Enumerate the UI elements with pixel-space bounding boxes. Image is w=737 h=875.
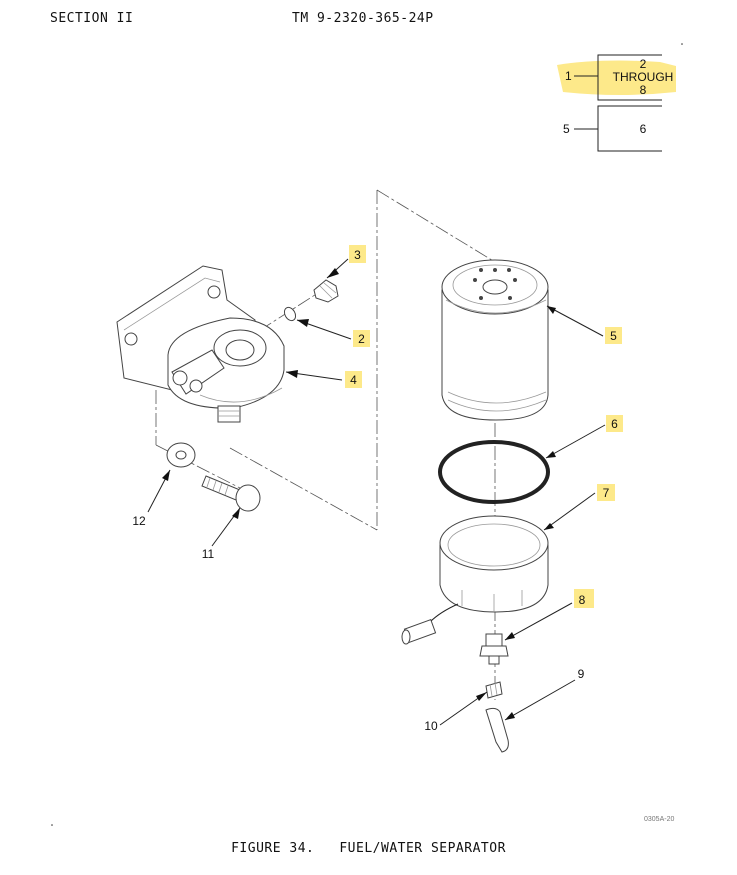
callout-3-highlight [349,245,366,263]
part-11-bolt [201,475,261,512]
part-9-hose [485,707,509,753]
part-8-drain-valve [479,633,509,665]
locator-box-mid: THROUGH [613,70,674,84]
figure-caption: FIGURE 34. FUEL/WATER SEPARATOR [231,841,506,856]
callout-8-highlight [574,589,594,608]
callout-4: 4 [350,373,357,387]
locator-highlight [557,60,676,95]
tm-number: TM 9-2320-365-24P [292,11,434,26]
callout-5: 5 [610,329,617,343]
part-7-bowl [401,515,549,645]
locator-box-6: 6 [640,122,647,136]
art-reference: 0305A-20 [644,816,675,823]
part-10-clamp [485,681,503,699]
leader-arrowheads [162,268,556,720]
locator-label-5: 5 [563,122,570,136]
callout-3: 3 [354,248,361,262]
section-header: SECTION II [50,11,134,26]
callout-12: 12 [132,514,146,528]
callout-5-highlight [605,327,622,344]
filter-head-assembly [116,265,285,423]
callout-9: 9 [578,667,585,681]
callout-4-highlight [345,371,362,388]
locator-diagram: 1 2 THROUGH 8 5 6 [557,43,683,152]
callout-8: 8 [579,593,586,607]
part-2-o-ring [283,306,297,322]
callout-2: 2 [358,332,365,346]
callout-6: 6 [611,417,618,431]
callout-7: 7 [603,486,610,500]
callout-10: 10 [424,719,438,733]
callout-6-highlight [606,415,623,432]
callout-7-highlight [597,484,615,501]
locator-label-1: 1 [565,69,572,83]
part-3-fitting [313,279,339,303]
locator-box-1 [597,54,662,101]
part-6-seal [438,440,550,504]
locator-box-top: 2 [640,57,647,71]
callout-11: 11 [202,547,215,561]
part-12-washer [166,442,196,468]
callout-2-highlight [353,330,370,347]
locator-box-2 [597,105,662,152]
part-5-filter-element [441,259,549,421]
locator-box-bottom: 8 [640,83,647,97]
